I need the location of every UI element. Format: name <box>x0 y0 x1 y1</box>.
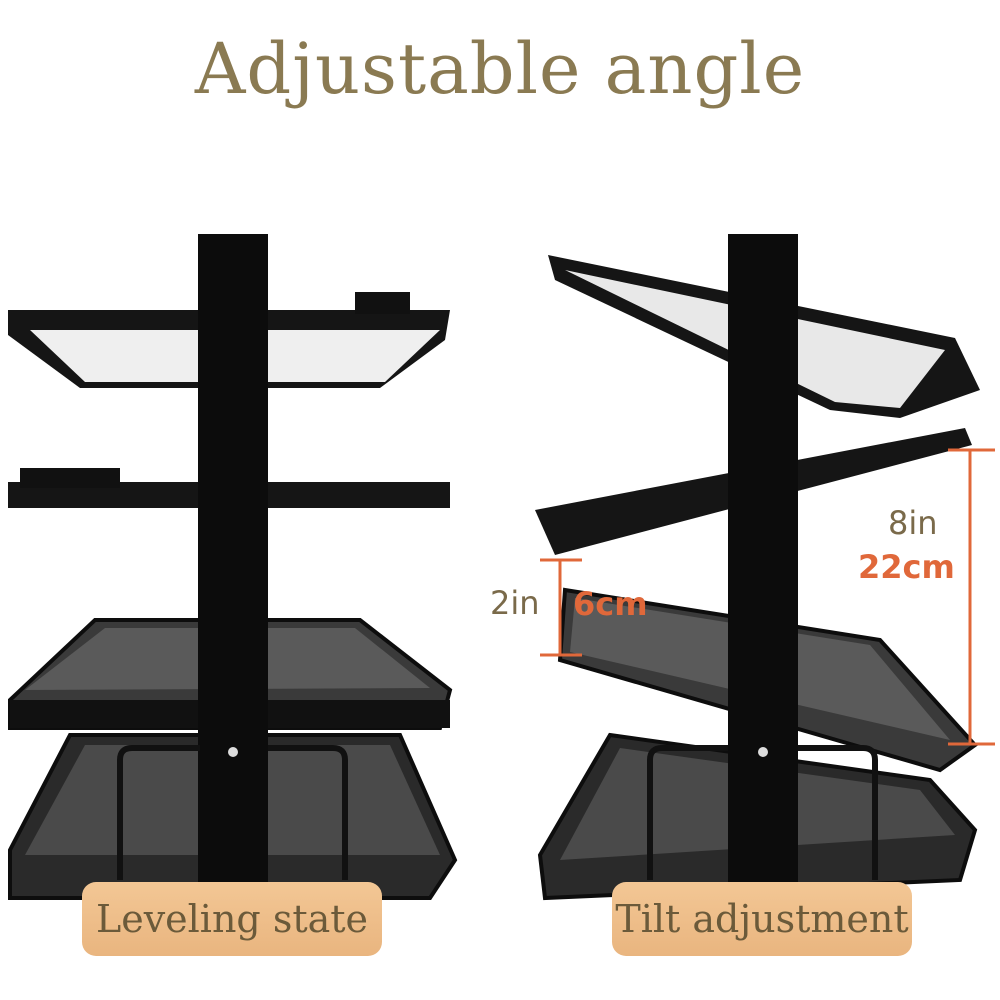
large-gap-cm: 22cm <box>858 548 955 586</box>
measurement-small <box>540 558 582 657</box>
right-pole <box>728 234 798 884</box>
small-gap-inches: 2in <box>490 584 540 622</box>
page-title: Adjustable angle <box>194 28 806 110</box>
left-rack <box>8 234 458 900</box>
small-gap-cm: 6cm <box>573 585 648 623</box>
left-pole <box>198 234 268 884</box>
measurement-large <box>948 448 995 746</box>
right-rack <box>535 234 980 901</box>
large-gap-inches: 8in <box>888 504 938 542</box>
tilt-adjustment-label: Tilt adjustment <box>612 882 912 956</box>
leveling-state-label: Leveling state <box>82 882 382 956</box>
